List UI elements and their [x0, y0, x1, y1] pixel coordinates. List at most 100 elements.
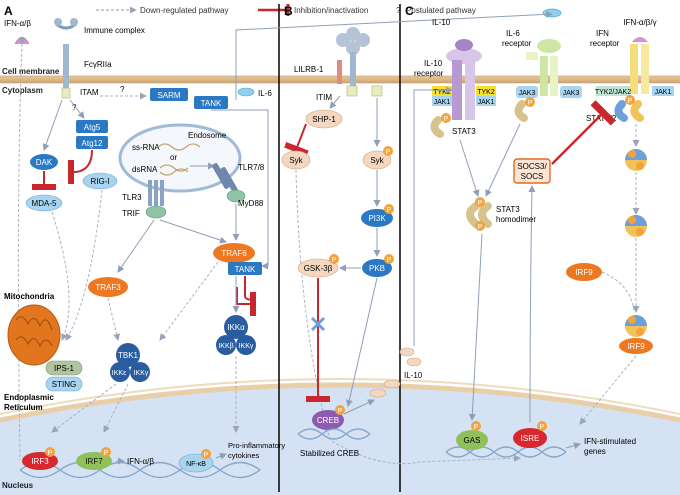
- cytoplasm-label: Cytoplasm: [2, 86, 43, 95]
- dna-b: [297, 428, 371, 440]
- svg-text:STAT3: STAT3: [496, 205, 520, 214]
- svg-text:IL-10: IL-10: [432, 18, 451, 27]
- svg-text:MyD88: MyD88: [238, 199, 264, 208]
- sarm-label: SARM: [157, 91, 180, 100]
- svg-text:RIG-I: RIG-I: [90, 177, 109, 186]
- legend-down-text: Down-regulated pathway: [140, 6, 229, 15]
- sarm-node: [150, 88, 188, 101]
- svg-text:IFN-stimulated: IFN-stimulated: [584, 437, 636, 446]
- x-mark: [310, 316, 326, 332]
- rigi-node: [82, 172, 118, 190]
- svg-text:GAS: GAS: [464, 436, 481, 445]
- svg-text:or: or: [170, 153, 177, 162]
- panel-b-label: B: [284, 4, 293, 18]
- svg-text:?: ?: [72, 103, 77, 112]
- svg-text:TYK2: TYK2: [433, 89, 451, 96]
- traf3-node: [88, 277, 128, 297]
- svg-text:TBK1: TBK1: [118, 351, 139, 360]
- svg-text:P: P: [48, 450, 53, 457]
- nuclear-envelope: [0, 382, 680, 423]
- svg-text:NF-κB: NF-κB: [186, 461, 206, 468]
- svg-text:IKKγ: IKKγ: [239, 343, 254, 350]
- irf7-node: [76, 452, 112, 470]
- tyk2jak2-node: [596, 86, 630, 96]
- panel-b: LILRB-1 ITIM SHP-1 Syk Syk PI3K PKB GSK-…: [281, 27, 521, 465]
- svg-text:GSK-3β: GSK-3β: [304, 264, 333, 273]
- stat3-homodimer: P P: [466, 197, 492, 231]
- svg-text:STAT3: STAT3: [452, 127, 476, 136]
- svg-text:IKKε: IKKε: [112, 370, 126, 377]
- svg-text:DAK: DAK: [36, 158, 53, 167]
- pkb-node: [362, 259, 392, 277]
- svg-text:IL-6: IL-6: [506, 29, 520, 38]
- svg-text:ss-RNA: ss-RNA: [132, 143, 160, 152]
- dna-c: [445, 446, 567, 458]
- stat12-dimer-2: [625, 215, 647, 237]
- il10-secreted-1: [399, 347, 415, 357]
- svg-text:dsRNA: dsRNA: [132, 165, 158, 174]
- irf9-node: [566, 263, 602, 281]
- secreted-b2: [383, 379, 401, 389]
- lilrb1-receptor: [336, 27, 383, 97]
- svg-text:receptor: receptor: [414, 69, 444, 78]
- ikk-complex: IKKα IKKβ IKKγ: [216, 315, 256, 355]
- trif-node: [145, 205, 167, 219]
- svg-text:TRIF: TRIF: [122, 209, 140, 218]
- mda5-node: [25, 194, 63, 212]
- sting-node: [45, 376, 83, 392]
- svg-text:IL-10: IL-10: [424, 59, 443, 68]
- svg-text:ISRE: ISRE: [521, 434, 540, 443]
- svg-text:PI3K: PI3K: [368, 214, 386, 223]
- tbk1-complex: TBK1 IKKε IKKγ: [110, 343, 150, 382]
- jak3-left: [516, 86, 538, 98]
- svg-text:P: P: [628, 98, 633, 105]
- svg-text:JAK3: JAK3: [563, 90, 580, 97]
- tlr3-receptor: [148, 180, 164, 206]
- svg-text:IFN: IFN: [596, 29, 609, 38]
- gas-node: [456, 430, 488, 450]
- svg-text:SHP-1: SHP-1: [312, 115, 336, 124]
- svg-text:IRF9: IRF9: [575, 268, 593, 277]
- fcgr-receptor: [63, 44, 69, 90]
- svg-text:P: P: [444, 116, 449, 123]
- svg-text:IRF3: IRF3: [31, 457, 49, 466]
- svg-text:Syk: Syk: [370, 156, 384, 165]
- svg-text:IPS-1: IPS-1: [54, 364, 75, 373]
- creb-node: [312, 410, 344, 430]
- il10-receptor: [446, 39, 482, 120]
- svg-text:P: P: [528, 100, 533, 107]
- nucleus: [0, 385, 680, 495]
- secreted-cytokine-top: [542, 8, 562, 18]
- svg-text:P: P: [478, 224, 483, 231]
- svg-text:homodimer: homodimer: [496, 215, 536, 224]
- svg-text:Stabilized CREB: Stabilized CREB: [300, 449, 359, 458]
- svg-text:Atg5: Atg5: [84, 123, 101, 132]
- svg-text:P: P: [204, 452, 209, 459]
- myd88-node: [226, 189, 246, 203]
- legend-post-text: Postulated pathway: [406, 6, 476, 15]
- tlr78-receptor: [212, 163, 238, 193]
- svg-text:P: P: [104, 450, 109, 457]
- svg-text:SOCS3/: SOCS3/: [517, 162, 547, 171]
- tank-node: [194, 96, 228, 109]
- svg-text:JAK1: JAK1: [655, 89, 672, 96]
- immune-complex-label: Immune complex: [84, 26, 145, 35]
- svg-text:P: P: [332, 257, 337, 264]
- il6-secreted: [237, 87, 255, 97]
- svg-text:receptor: receptor: [502, 39, 532, 48]
- svg-text:JAK1: JAK1: [434, 99, 451, 106]
- ifn-ab-top-label: IFN-α/β: [4, 19, 31, 28]
- svg-text:Endoplasmic: Endoplasmic: [4, 393, 54, 402]
- fcgr-label: FcγRIIa: [84, 60, 112, 69]
- dna-a: [19, 461, 261, 479]
- gsk-node: [297, 258, 339, 278]
- dak-node: [30, 154, 58, 170]
- svg-text:IRF9: IRF9: [627, 342, 645, 351]
- svg-text:IKKα: IKKα: [227, 323, 245, 332]
- syk1-node: [281, 150, 311, 170]
- panel-a: IFN-α/β Immune complex FcγRIIa ITAM ? ? …: [4, 10, 553, 479]
- legend-inhib-text: Inhibition/inactivation: [294, 6, 368, 15]
- ifn-ab-secreted: [14, 36, 30, 45]
